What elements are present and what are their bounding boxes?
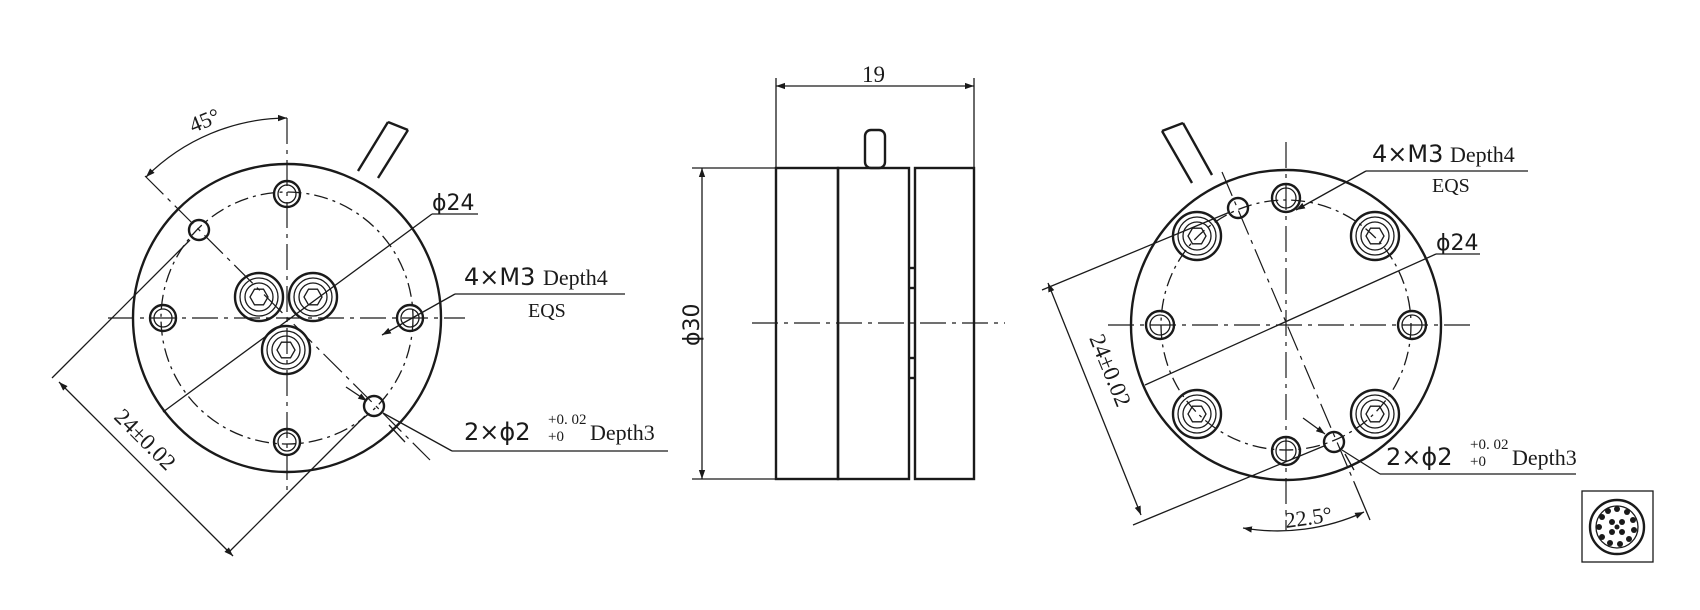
rear-pin-leader-b <box>1341 449 1381 475</box>
front-center-screw <box>260 324 312 376</box>
rear-m3-hole <box>1270 435 1302 467</box>
front-pitch-dim-line <box>58 381 234 557</box>
front-dia-label: ϕ24 <box>432 191 475 216</box>
rear-view: 4×M3 Depth4 EQS ϕ24 24±0.02 2×ϕ2 +0. 02 … <box>1041 121 1577 533</box>
front-pin-label: 2×ϕ2 <box>464 418 530 446</box>
rear-pin-tol-lower: +0 <box>1470 454 1486 470</box>
front-pitch-label: 24±0.02 <box>109 404 180 475</box>
rear-dia-leader <box>1144 253 1437 386</box>
rear-angle-label: 22.5° <box>1283 502 1333 533</box>
rear-pin-depth-label: Depth3 <box>1512 445 1577 470</box>
front-pin-leader-b <box>382 412 453 452</box>
front-pin-hole <box>187 218 211 242</box>
rear-thread-label: 4×M3 <box>1372 140 1443 168</box>
rear-socket-screw <box>1349 210 1401 262</box>
rear-dia-label: ϕ24 <box>1436 231 1479 256</box>
rear-cable-stub <box>1160 121 1214 184</box>
front-cable-stub <box>356 120 410 179</box>
circular-connector-icon <box>1581 490 1654 563</box>
front-dia-leader <box>162 213 433 413</box>
side-width-label: 19 <box>862 62 885 87</box>
front-m3-hole <box>148 303 178 333</box>
front-thread-leader <box>381 293 456 336</box>
rear-centerline-diag <box>1221 171 1355 483</box>
rear-pin-leader-a <box>1302 417 1326 435</box>
rear-m3-hole <box>1270 182 1302 214</box>
front-thread-eqs-label: EQS <box>528 300 566 322</box>
rear-m3-hole <box>1144 309 1176 341</box>
front-pin-depth-label: Depth3 <box>590 420 655 445</box>
rear-pin-tol-upper: +0. 02 <box>1470 437 1508 453</box>
rear-socket-screw <box>1171 388 1223 440</box>
rear-angle-dim-arc <box>1242 511 1365 533</box>
front-m3-hole <box>272 179 302 209</box>
rear-thread-leader <box>1295 170 1367 211</box>
front-thread-label: 4×M3 <box>464 263 535 291</box>
front-angle-dim-arc <box>145 114 288 178</box>
front-thread-depth-label: Depth4 <box>543 265 608 290</box>
side-view: 19 ϕ30 <box>680 62 1005 481</box>
rear-pitch-dim-line <box>1047 282 1142 516</box>
front-angle-label: 45° <box>186 103 224 138</box>
side-pin <box>863 128 887 170</box>
rear-thread-eqs-label: EQS <box>1432 175 1470 197</box>
rear-thread-depth-label: Depth4 <box>1450 142 1515 167</box>
front-m3-hole <box>395 303 425 333</box>
front-m3-hole <box>272 427 302 457</box>
rear-pitch-label: 24±0.02 <box>1084 331 1136 411</box>
front-pin-tol-upper: +0. 02 <box>548 412 586 428</box>
front-center-screw <box>287 271 339 323</box>
rear-socket-screw <box>1349 388 1401 440</box>
front-pin-hole <box>362 394 386 418</box>
side-height-label: ϕ30 <box>680 303 705 346</box>
rear-pin-label: 2×ϕ2 <box>1386 443 1452 471</box>
front-center-screw <box>233 271 285 323</box>
rear-m3-hole <box>1396 309 1428 341</box>
rear-pin-hole <box>1226 196 1250 220</box>
front-pin-tol-lower: +0 <box>548 429 564 445</box>
front-pin-leader-a <box>345 386 368 402</box>
front-view: 45° ϕ24 4×M3 Depth4 EQS 2×ϕ2 +0. 02 +0 D… <box>51 103 668 557</box>
rear-pin-hole <box>1322 430 1346 454</box>
